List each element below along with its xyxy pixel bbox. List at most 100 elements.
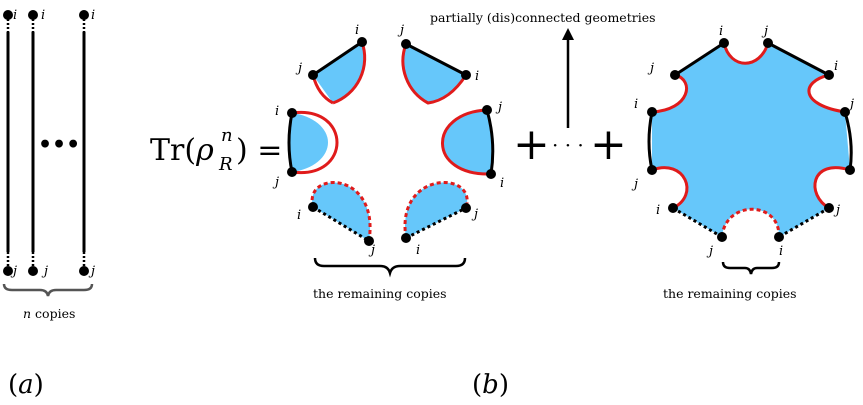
point-label-j: j [647,61,654,76]
boundary-black [485,109,495,175]
endpoint-dot [647,165,657,175]
equation-close: ) = [236,133,282,168]
endpoint-dot [668,203,678,213]
remaining-brace-left [313,257,467,278]
point-label-i: i [656,203,660,218]
boundary-red [651,166,689,210]
endpoint-dot [28,266,38,276]
endpoint-dot [845,165,855,175]
interval-copy-2: i j [28,8,48,279]
endpoint-label-j: j [88,264,95,279]
endpoint-dot [719,38,729,48]
endpoint-dot [308,70,318,80]
plus-sign: + [590,119,627,170]
panel-label-b: (b) [472,370,509,400]
disk-fill [402,44,466,103]
boundary-black [312,40,363,77]
point-label-j: j [397,23,404,38]
point-label-i: i [719,24,723,39]
caption-remaining-right: the remaining copies [663,286,797,301]
disk-fill [404,182,468,238]
boundary-red [441,108,492,176]
endpoint-dot [401,39,411,49]
point-label-j: j [368,243,375,258]
disk-fill [313,42,365,103]
point-label-i: i [779,244,783,259]
endpoint-dot [824,203,834,213]
boundary-red [401,43,468,105]
interval-copy-3: i j [79,8,95,279]
point-label-j: j [495,100,502,115]
point-label-j: j [631,177,638,192]
point-label-j: j [847,97,854,112]
endpoint-dot [287,167,297,177]
boundary-black-dotted [778,206,830,239]
point-label-i: i [355,23,359,38]
point-label-i: i [834,59,838,74]
boundary-black-dotted [405,206,467,240]
disconnected-geometry: i j j i i j j [272,23,504,301]
point-label-i: i [475,69,479,84]
disk-copy-remaining: i j [297,180,375,258]
connected-geometry: i j i j j i j i j j i the remaining copi… [631,24,855,301]
endpoint-dot [3,266,13,276]
endpoint-label-j: j [10,264,17,279]
endpoint-dot [486,169,496,179]
arrow-head [562,28,574,40]
endpoint-dot [482,105,492,115]
endpoint-dot [401,233,411,243]
interval-copy-1: i j [3,8,17,279]
endpoint-label-i: i [41,8,45,23]
endpoint-dot [647,107,657,117]
plus-sign: + [513,119,550,170]
point-label-i: i [500,176,504,191]
boundary-red [807,73,846,114]
equation: Tr(ρ n R ) = [150,125,282,175]
endpoint-dot [717,232,727,242]
boundary-red [291,110,339,175]
disk-copy: i j [272,104,339,190]
point-label-i: i [297,208,301,223]
boundary-red-dotted [403,180,469,239]
boundary-red-dotted [720,207,781,238]
endpoint-dot [824,70,834,80]
disk-copy: j i [441,100,504,191]
panel-a: i j i j ••• i j n copies (a) [2,8,95,400]
ellipsis-dots: ••• [38,132,80,158]
point-label-j: j [295,61,302,76]
endpoint-dot [670,70,680,80]
disk-copy: j i [397,23,479,105]
endpoint-dot [774,232,784,242]
endpoint-dot [461,203,471,213]
endpoint-label-i: i [91,8,95,23]
endpoint-dot [287,108,297,118]
endpoint-dot [364,236,374,246]
point-label-j: j [761,24,768,39]
boundary-red [651,73,688,114]
boundary-red [722,42,770,65]
copies-brace [2,283,94,297]
endpoint-label-i: i [13,8,17,23]
disk-copy-remaining: i j [401,180,478,258]
boundary-black [767,41,830,77]
boundary-black [405,42,467,77]
endpoint-dot [308,202,318,212]
point-label-i: i [275,104,279,119]
panel-label-a: (a) [8,370,44,400]
endpoint-dot [840,107,850,117]
boundary-black-dotted [312,205,370,243]
boundary-red [332,41,367,105]
equation-trace: Tr(ρ [150,133,214,168]
endpoint-dot [763,38,773,48]
ellipsis: · · · [552,133,584,157]
point-label-i: i [416,243,420,258]
boundary-black [647,111,654,171]
endpoint-dot [79,266,89,276]
point-label-j: j [272,175,279,190]
endpoint-label-j: j [41,264,48,279]
endpoint-dot [357,37,367,47]
copies-caption: n copies [23,306,75,321]
endpoint-dot [3,10,13,20]
endpoint-dot [461,70,471,80]
